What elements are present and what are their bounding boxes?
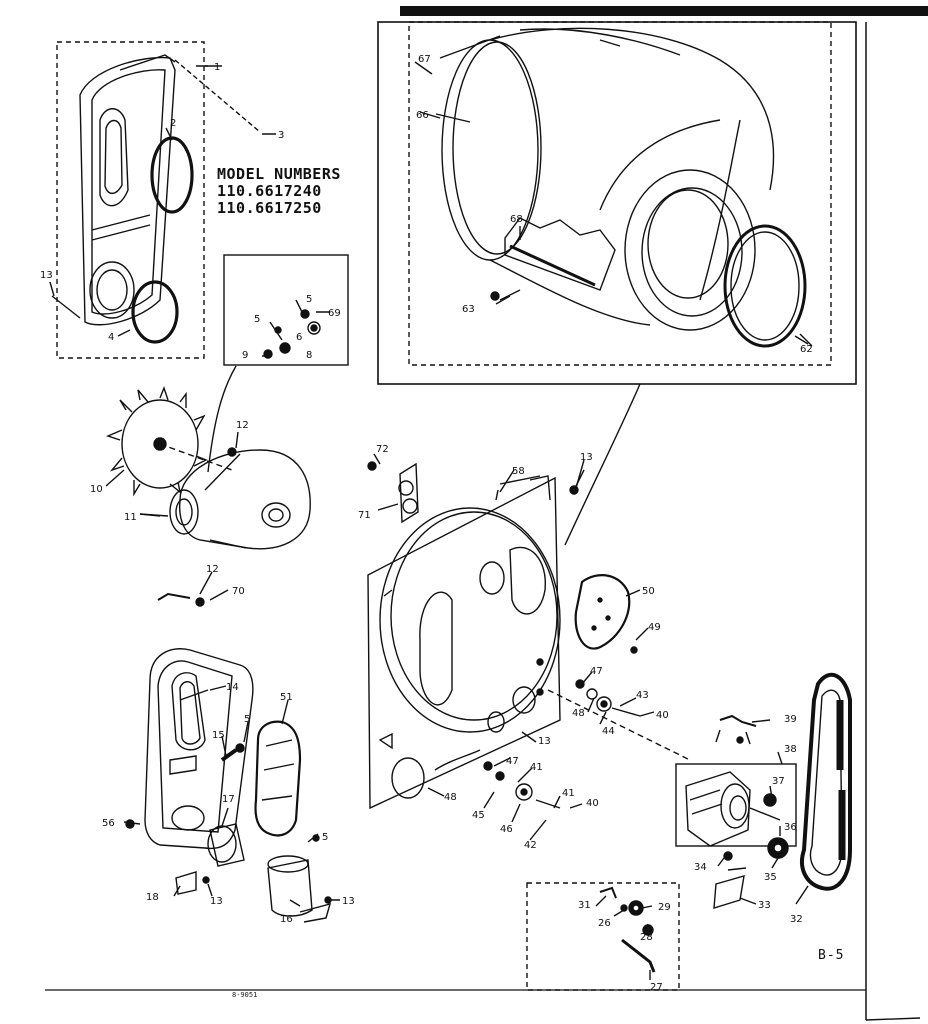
model-numbers-heading: MODEL NUMBERS <box>217 165 341 183</box>
callout-51: 51 <box>280 692 293 703</box>
callout-labels: 1 2 3 4 13 5 6 69 5 9 8 67 66 68 63 62 1… <box>40 54 813 993</box>
callout-5d: 5 <box>322 832 328 843</box>
callout-44: 44 <box>602 726 615 737</box>
callout-62: 62 <box>800 344 813 355</box>
callout-47b: 47 <box>506 756 519 767</box>
callout-5c: 5 <box>244 714 250 725</box>
callout-63: 63 <box>462 304 475 315</box>
inlet-grille <box>398 462 419 524</box>
door-seal-4 <box>131 280 179 344</box>
callout-15: 15 <box>212 730 225 741</box>
rear-panel <box>367 475 561 810</box>
callout-29: 29 <box>658 902 671 913</box>
lint-screen-51 <box>254 720 302 837</box>
door-panel <box>79 54 176 326</box>
access-cover-50 <box>574 574 631 650</box>
callout-5b: 5 <box>254 314 260 325</box>
callout-50: 50 <box>642 586 655 597</box>
callout-67: 67 <box>418 54 431 65</box>
drum-baffle <box>504 217 616 291</box>
motor-mount-33 <box>713 867 747 909</box>
callout-40a: 40 <box>656 710 669 721</box>
callout-13d: 13 <box>342 896 355 907</box>
callout-37: 37 <box>772 776 785 787</box>
callout-13e: 13 <box>210 896 223 907</box>
callout-12a: 12 <box>236 420 249 431</box>
callout-32: 32 <box>790 914 803 925</box>
callout-5a: 5 <box>306 294 312 305</box>
callout-35: 35 <box>764 872 777 883</box>
exhaust-duct-16 <box>267 855 332 923</box>
lint-duct <box>144 648 254 850</box>
callout-6: 6 <box>296 332 302 343</box>
callout-33: 33 <box>758 900 771 911</box>
callout-42: 42 <box>524 840 537 851</box>
model-number-1: 110.6617240 <box>217 182 322 200</box>
callout-2: 2 <box>170 118 176 129</box>
door-seal-2 <box>150 136 194 214</box>
callout-4: 4 <box>108 332 114 343</box>
model-numbers-block: MODEL NUMBERS 110.6617240 110.6617250 <box>217 166 341 217</box>
callout-9: 9 <box>242 350 248 361</box>
callout-43: 43 <box>636 690 649 701</box>
callout-12b: 12 <box>206 564 219 575</box>
blower-wheel <box>106 385 208 497</box>
callout-72: 72 <box>376 444 389 455</box>
callout-18: 18 <box>146 892 159 903</box>
vent-hood-17 <box>207 823 245 867</box>
callout-27: 27 <box>650 982 663 993</box>
callout-13a: 13 <box>40 270 53 281</box>
callout-1: 1 <box>214 62 220 73</box>
callout-41a: 41 <box>530 762 543 773</box>
top-border <box>400 6 928 16</box>
motor-box <box>675 763 797 847</box>
callout-34: 34 <box>694 862 707 873</box>
callout-13c: 13 <box>538 736 551 747</box>
callout-71: 71 <box>358 510 371 521</box>
callout-3: 3 <box>278 130 284 141</box>
callout-16: 16 <box>280 914 293 925</box>
drum-inner-box <box>408 21 832 366</box>
callout-14: 14 <box>226 682 239 693</box>
drum-seal-62 <box>723 224 807 348</box>
callout-13b: 13 <box>580 452 593 463</box>
callout-10: 10 <box>90 484 103 495</box>
callout-58: 58 <box>512 466 525 477</box>
idler-kit-box <box>526 882 680 991</box>
model-number-2: 110.6617250 <box>217 199 322 217</box>
callout-56: 56 <box>102 818 115 829</box>
motor <box>685 771 751 847</box>
callout-68: 68 <box>510 214 523 225</box>
callout-31: 31 <box>578 900 591 911</box>
callout-45: 45 <box>472 810 485 821</box>
blower-housing <box>169 449 311 550</box>
callout-17: 17 <box>222 794 235 805</box>
door-assembly-box <box>56 41 205 359</box>
idler-kit <box>599 886 656 973</box>
drive-belt-32 <box>800 672 852 891</box>
callout-70: 70 <box>232 586 245 597</box>
callout-46: 46 <box>500 824 513 835</box>
fastener-kit-box <box>223 254 349 366</box>
callout-26: 26 <box>598 918 611 929</box>
callout-48b: 48 <box>444 792 457 803</box>
callout-48a: 48 <box>572 708 585 719</box>
callout-38: 38 <box>784 744 797 755</box>
callout-49: 49 <box>648 622 661 633</box>
callout-66: 66 <box>416 110 429 121</box>
callout-8: 8 <box>306 350 312 361</box>
callout-69: 69 <box>328 308 341 319</box>
callout-36: 36 <box>784 822 797 833</box>
callout-40b: 40 <box>586 798 599 809</box>
callout-47a: 47 <box>590 666 603 677</box>
pulley-35 <box>767 837 789 859</box>
callout-11: 11 <box>124 512 137 523</box>
callout-39: 39 <box>784 714 797 725</box>
document-code: 8-9051 <box>232 991 258 999</box>
callout-41b: 41 <box>562 788 575 799</box>
callout-28: 28 <box>640 932 653 943</box>
page-id: B-5 <box>818 948 845 963</box>
